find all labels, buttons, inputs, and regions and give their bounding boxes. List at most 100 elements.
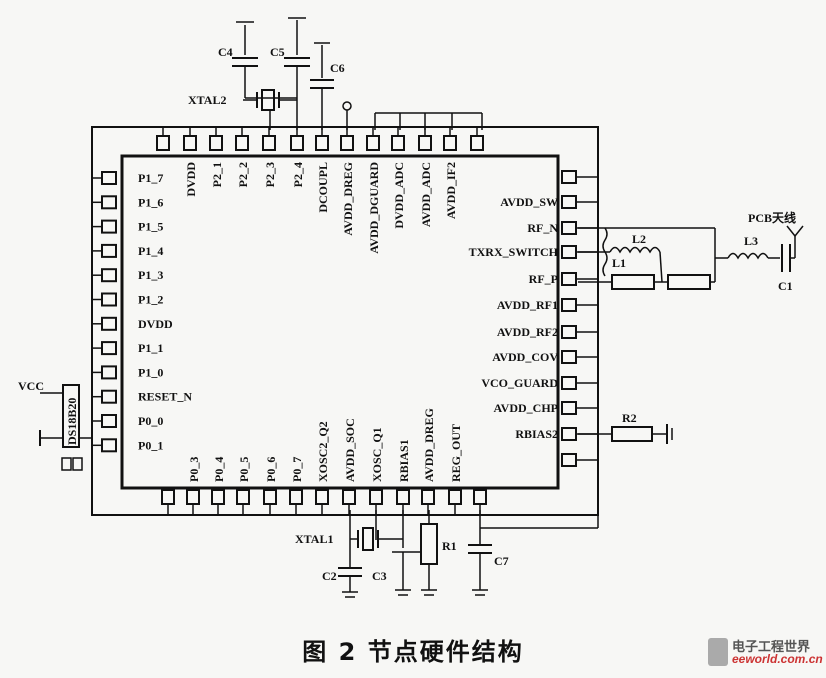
pin-label: RBIAS1 [397, 439, 411, 482]
chip-pin-left [101, 195, 117, 210]
chip-pin-left [101, 365, 117, 380]
chip-pin-top [366, 135, 380, 151]
chip-pin-right [561, 272, 577, 286]
pin-label: XOSC2_Q2 [316, 421, 330, 482]
label-vcc: VCC [18, 379, 44, 393]
pin-label: AVDD_IF2 [444, 162, 458, 219]
chip-pin-bottom [289, 489, 303, 505]
label-c6: C6 [330, 61, 345, 75]
chip-pin-bottom [211, 489, 225, 505]
chip-pin-left [101, 292, 117, 307]
chip-pin-top [391, 135, 405, 151]
chip-pin-left [101, 243, 117, 258]
chip-pin-left [101, 341, 117, 356]
pin-label: P0_3 [187, 457, 201, 482]
bottom-crystal-network: XTAL1 C2 C3 R1 C7 [295, 510, 599, 598]
chip-body [120, 154, 560, 490]
pin-label: AVDD_DREG [422, 408, 436, 482]
chip-pin-right [561, 427, 577, 441]
chip-pin-left [101, 316, 117, 331]
label-c3: C3 [372, 569, 387, 583]
watermark-name: 电子工程世界 [732, 640, 811, 655]
pin-label: AVDD_RF2 [497, 325, 558, 339]
chip-pin-right [561, 376, 577, 390]
chip-pin-left [101, 219, 117, 234]
chip-pin-top [418, 135, 432, 151]
label-c4: C4 [218, 45, 233, 59]
chip-pin-bottom [263, 489, 277, 505]
chip-pin-top [470, 135, 484, 151]
chip-pin-bottom [448, 489, 462, 505]
pin-label: P0_1 [138, 438, 163, 452]
chip-pin-right [561, 401, 577, 415]
chip-pin-bottom [369, 489, 383, 505]
pin-label: P2_1 [210, 162, 224, 187]
label-l2: L2 [632, 232, 646, 246]
chip-pin-bottom [186, 489, 200, 505]
top-decoupling-network: C4 C5 C6 XTAL2 [188, 17, 483, 130]
chip-pin-right [561, 325, 577, 339]
watermark: 电子工程世界 eeworld.com.cn [706, 636, 824, 676]
chip-pin-bottom [396, 489, 410, 505]
chip-pin-top [340, 135, 354, 151]
pin-label: AVDD_RF1 [497, 298, 558, 312]
pin-label: DVDD_ADC [392, 162, 406, 229]
rbias2-resistor: R2 [578, 411, 673, 444]
pin-label: P0_0 [138, 414, 163, 428]
chip-pin-right [561, 170, 577, 184]
chip-pin-bottom [473, 489, 487, 505]
chip-pin-top [315, 135, 329, 151]
pin-label: AVDD_DREG [341, 162, 355, 236]
pin-label: DCOUPL [316, 162, 330, 213]
chip-pin-right [561, 221, 577, 235]
eeworld-logo-icon [708, 638, 728, 666]
pin-label: AVDD_DGUARD [367, 162, 381, 254]
label-c2: C2 [322, 569, 337, 583]
chip-pin-right [561, 350, 577, 364]
chip-pin-right [561, 195, 577, 209]
label-c7: C7 [494, 554, 509, 568]
pin-label: TXRX_SWITCH [469, 245, 559, 259]
pin-label: P2_4 [291, 162, 305, 187]
pin-label: XOSC_Q1 [370, 427, 384, 482]
chip-pin-left [101, 414, 117, 428]
chip-pin-bottom [342, 489, 356, 505]
temperature-sensor: DS18B20 VCC [18, 379, 92, 471]
label-c5: C5 [270, 45, 285, 59]
pin-label: RESET_N [138, 390, 192, 404]
chip-pin-left [101, 171, 117, 185]
chip-pin-top [156, 135, 170, 151]
pin-label: AVDD_SOC [343, 418, 357, 482]
chip-pin-top [290, 135, 304, 151]
chip-pin-right [561, 453, 577, 467]
chip-pin-bottom [161, 489, 175, 505]
chip-pin-bottom [315, 489, 329, 505]
pin-label: P1_4 [138, 244, 163, 258]
pin-label: AVDD_SW [500, 195, 558, 209]
label-r1: R1 [442, 539, 457, 553]
chip-pin-left [101, 438, 117, 453]
pin-label: P1_0 [138, 365, 163, 379]
pin-label: P1_3 [138, 268, 163, 282]
chip-pins [92, 127, 598, 515]
pin-label: P1_7 [138, 171, 163, 185]
label-xtal2: XTAL2 [188, 93, 226, 107]
label-antenna: PCB天线 [748, 210, 796, 225]
label-l3: L3 [744, 234, 758, 248]
pin-label: P1_1 [138, 341, 163, 355]
pin-label: DVDD [138, 317, 173, 331]
pin-label: P0_6 [264, 457, 278, 482]
chip-pin-top [183, 135, 197, 151]
label-sensor: DS18B20 [65, 398, 79, 445]
pin-label: P0_7 [290, 457, 304, 482]
pin-label: AVDD_CHP [494, 401, 558, 415]
pin-label: RF_P [529, 272, 558, 286]
pin-label: VCO_GUARD [481, 376, 558, 390]
chip-pin-top [235, 135, 249, 151]
label-xtal1: XTAL1 [295, 532, 333, 546]
figure-caption: 图 2 节点硬件结构 [302, 638, 524, 666]
pin-label: P2_3 [263, 162, 277, 187]
